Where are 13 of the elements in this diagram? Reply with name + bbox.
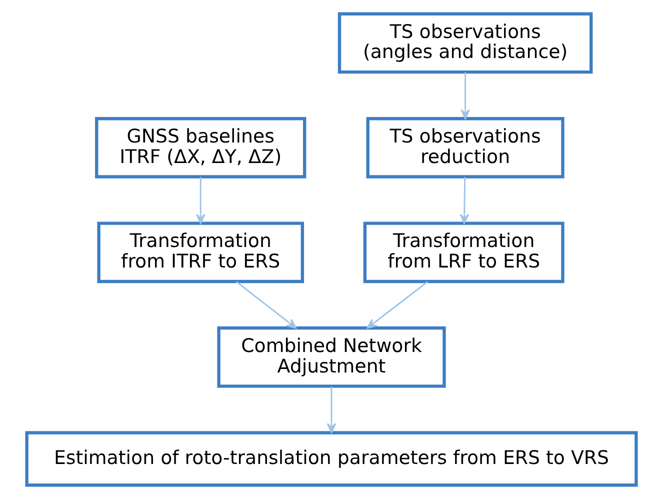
node-box: Transformation from LRF to ERS: [363, 222, 564, 284]
arrow: [326, 386, 336, 434]
node-box: Combined Network Adjustment: [217, 326, 446, 388]
arrow: [460, 176, 470, 224]
arrow: [236, 281, 296, 329]
node-box: Transformation from ITRF to ERS: [97, 222, 304, 284]
arrow: [196, 176, 206, 224]
arrow: [460, 72, 470, 120]
arrow: [366, 281, 428, 329]
node-box: TS observations reduction: [366, 117, 564, 178]
node-box: GNSS baselines ITRF (ΔX, ΔY, ΔZ): [95, 117, 306, 178]
node-box: Estimation of roto-translation parameters from ERS to VRS: [25, 431, 638, 487]
node-box: TS observations (angles and distance): [338, 12, 593, 74]
